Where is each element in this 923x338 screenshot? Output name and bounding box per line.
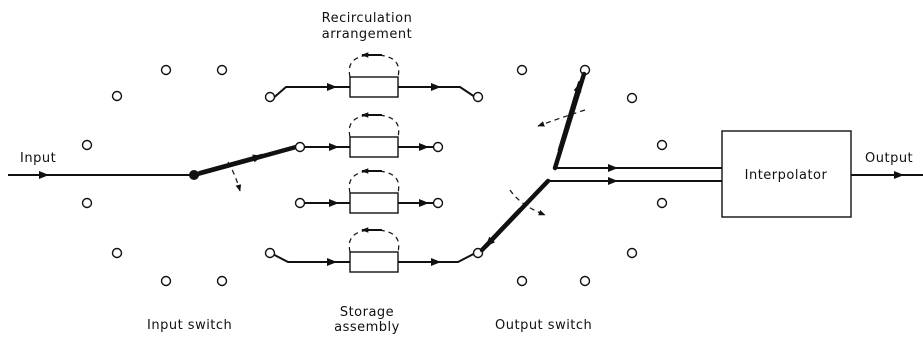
recirculation-label-line2: arrangement [322,27,412,42]
storage-label-line1: Storage [340,305,394,320]
interpolator-label: Interpolator [745,168,828,183]
storage-label-line2: assembly [334,320,400,335]
output-label: Output [865,151,913,166]
output-switch-arms [479,71,722,253]
recirculation-label-line1: Recirculation [322,11,413,26]
input-switch-terminals [81,64,228,287]
output-switch-terminals [472,64,668,287]
interpolator-box [721,130,852,218]
input-line [8,144,299,192]
storage-line-2 [294,112,444,158]
input-label: Input [20,151,56,166]
storage-line-4 [264,227,474,273]
storage-line-1 [264,52,484,103]
storage-line-3 [294,168,444,214]
input-switch-label: Input switch [147,318,232,333]
output-switch-label: Output switch [495,318,592,333]
